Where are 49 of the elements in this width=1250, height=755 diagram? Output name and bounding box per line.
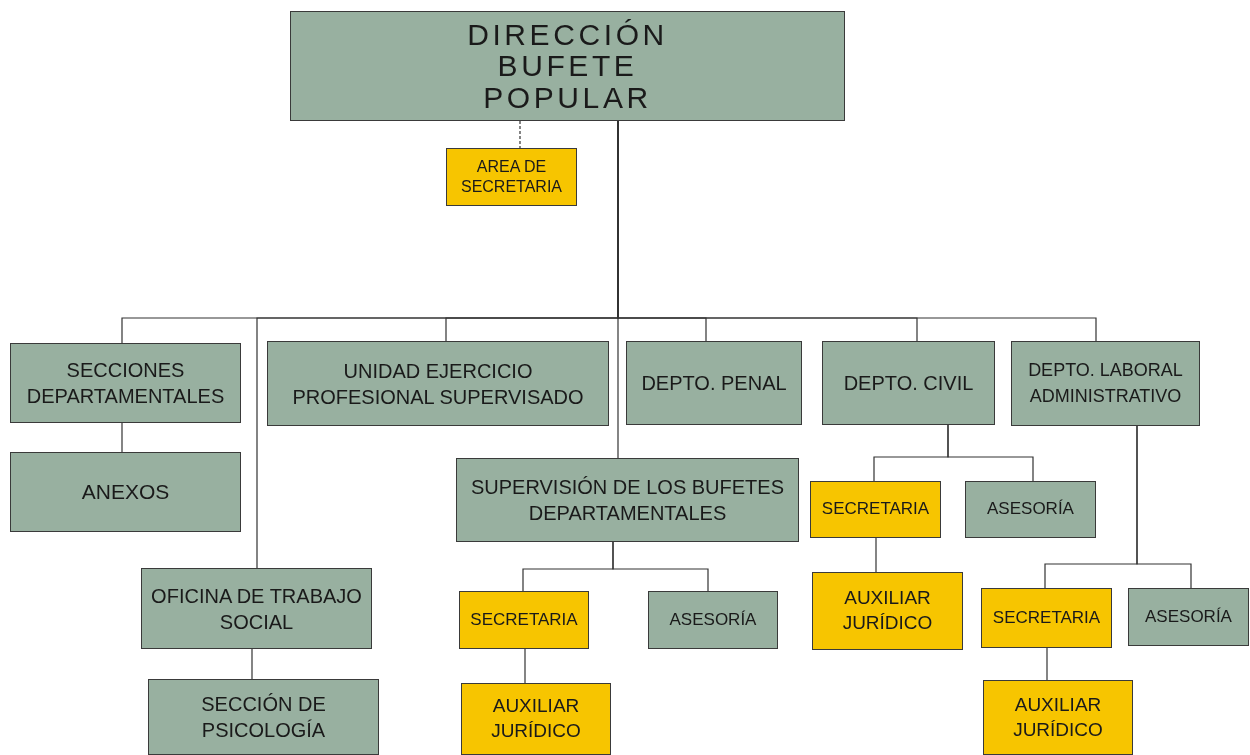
connector-line	[875, 537, 877, 573]
connector-line	[947, 424, 1034, 482]
department-box	[626, 341, 802, 425]
department-box	[822, 341, 995, 425]
box-label: DEPTO. CIVIL	[843, 371, 974, 396]
secretarial-box	[810, 481, 941, 538]
box-label: SECRETARIA	[992, 606, 1101, 629]
box-label: ASESORÍA	[1145, 605, 1232, 628]
secretarial-box	[446, 148, 577, 206]
box-label: ASESORÍA	[987, 498, 1074, 521]
department-box	[141, 568, 372, 649]
box-label: SECRETARIA	[470, 608, 578, 631]
title-text: DIRECCIÓN BUFETE POPULAR	[466, 18, 669, 114]
box-label: DEPTO. LABORAL ADMINISTRATIVO	[1027, 359, 1184, 408]
connector-line	[519, 120, 521, 149]
box-label: AREA DE SECRETARIA	[459, 157, 564, 197]
box-label: UNIDAD EJERCICIO PROFESIONAL SUPERVISADO	[291, 358, 585, 410]
department-box	[10, 343, 241, 423]
secretarial-box	[983, 680, 1133, 755]
department-box	[1011, 341, 1200, 426]
box-label: OFICINA DE TRABAJO SOCIAL	[150, 583, 363, 635]
connector-line	[251, 648, 253, 680]
connector-line	[1046, 647, 1048, 681]
department-box	[648, 591, 778, 649]
department-box	[290, 11, 845, 121]
box-label: DEPTO. PENAL	[641, 371, 787, 396]
box-label: AUXILIAR JURÍDICO	[490, 694, 582, 743]
department-box	[148, 679, 379, 755]
department-box	[456, 458, 799, 542]
department-box	[965, 481, 1096, 538]
connector-line	[524, 648, 526, 684]
secretarial-box	[981, 588, 1112, 648]
connector-line	[121, 422, 123, 453]
secretarial-box	[459, 591, 589, 649]
secretarial-box	[812, 572, 963, 650]
department-box	[267, 341, 609, 426]
box-label: AUXILIAR JURÍDICO	[841, 586, 934, 635]
box-label: SECCIONES DEPARTAMENTALES	[25, 358, 226, 409]
box-label: SUPERVISIÓN DE LOS BUFETES DEPARTAMENTALES	[469, 475, 785, 526]
secretarial-box	[461, 683, 611, 755]
box-label: AUXILIAR JURÍDICO	[1012, 692, 1104, 742]
department-box	[1128, 588, 1249, 646]
box-label: ANEXOS	[81, 479, 170, 506]
box-label: SECRETARIA	[821, 498, 930, 521]
box-label: ASESORÍA	[669, 608, 757, 631]
box-label: SECCIÓN DE PSICOLOGÍA	[200, 692, 327, 743]
connector-line	[612, 541, 709, 592]
department-box	[10, 452, 241, 532]
connector-line	[1136, 425, 1192, 589]
